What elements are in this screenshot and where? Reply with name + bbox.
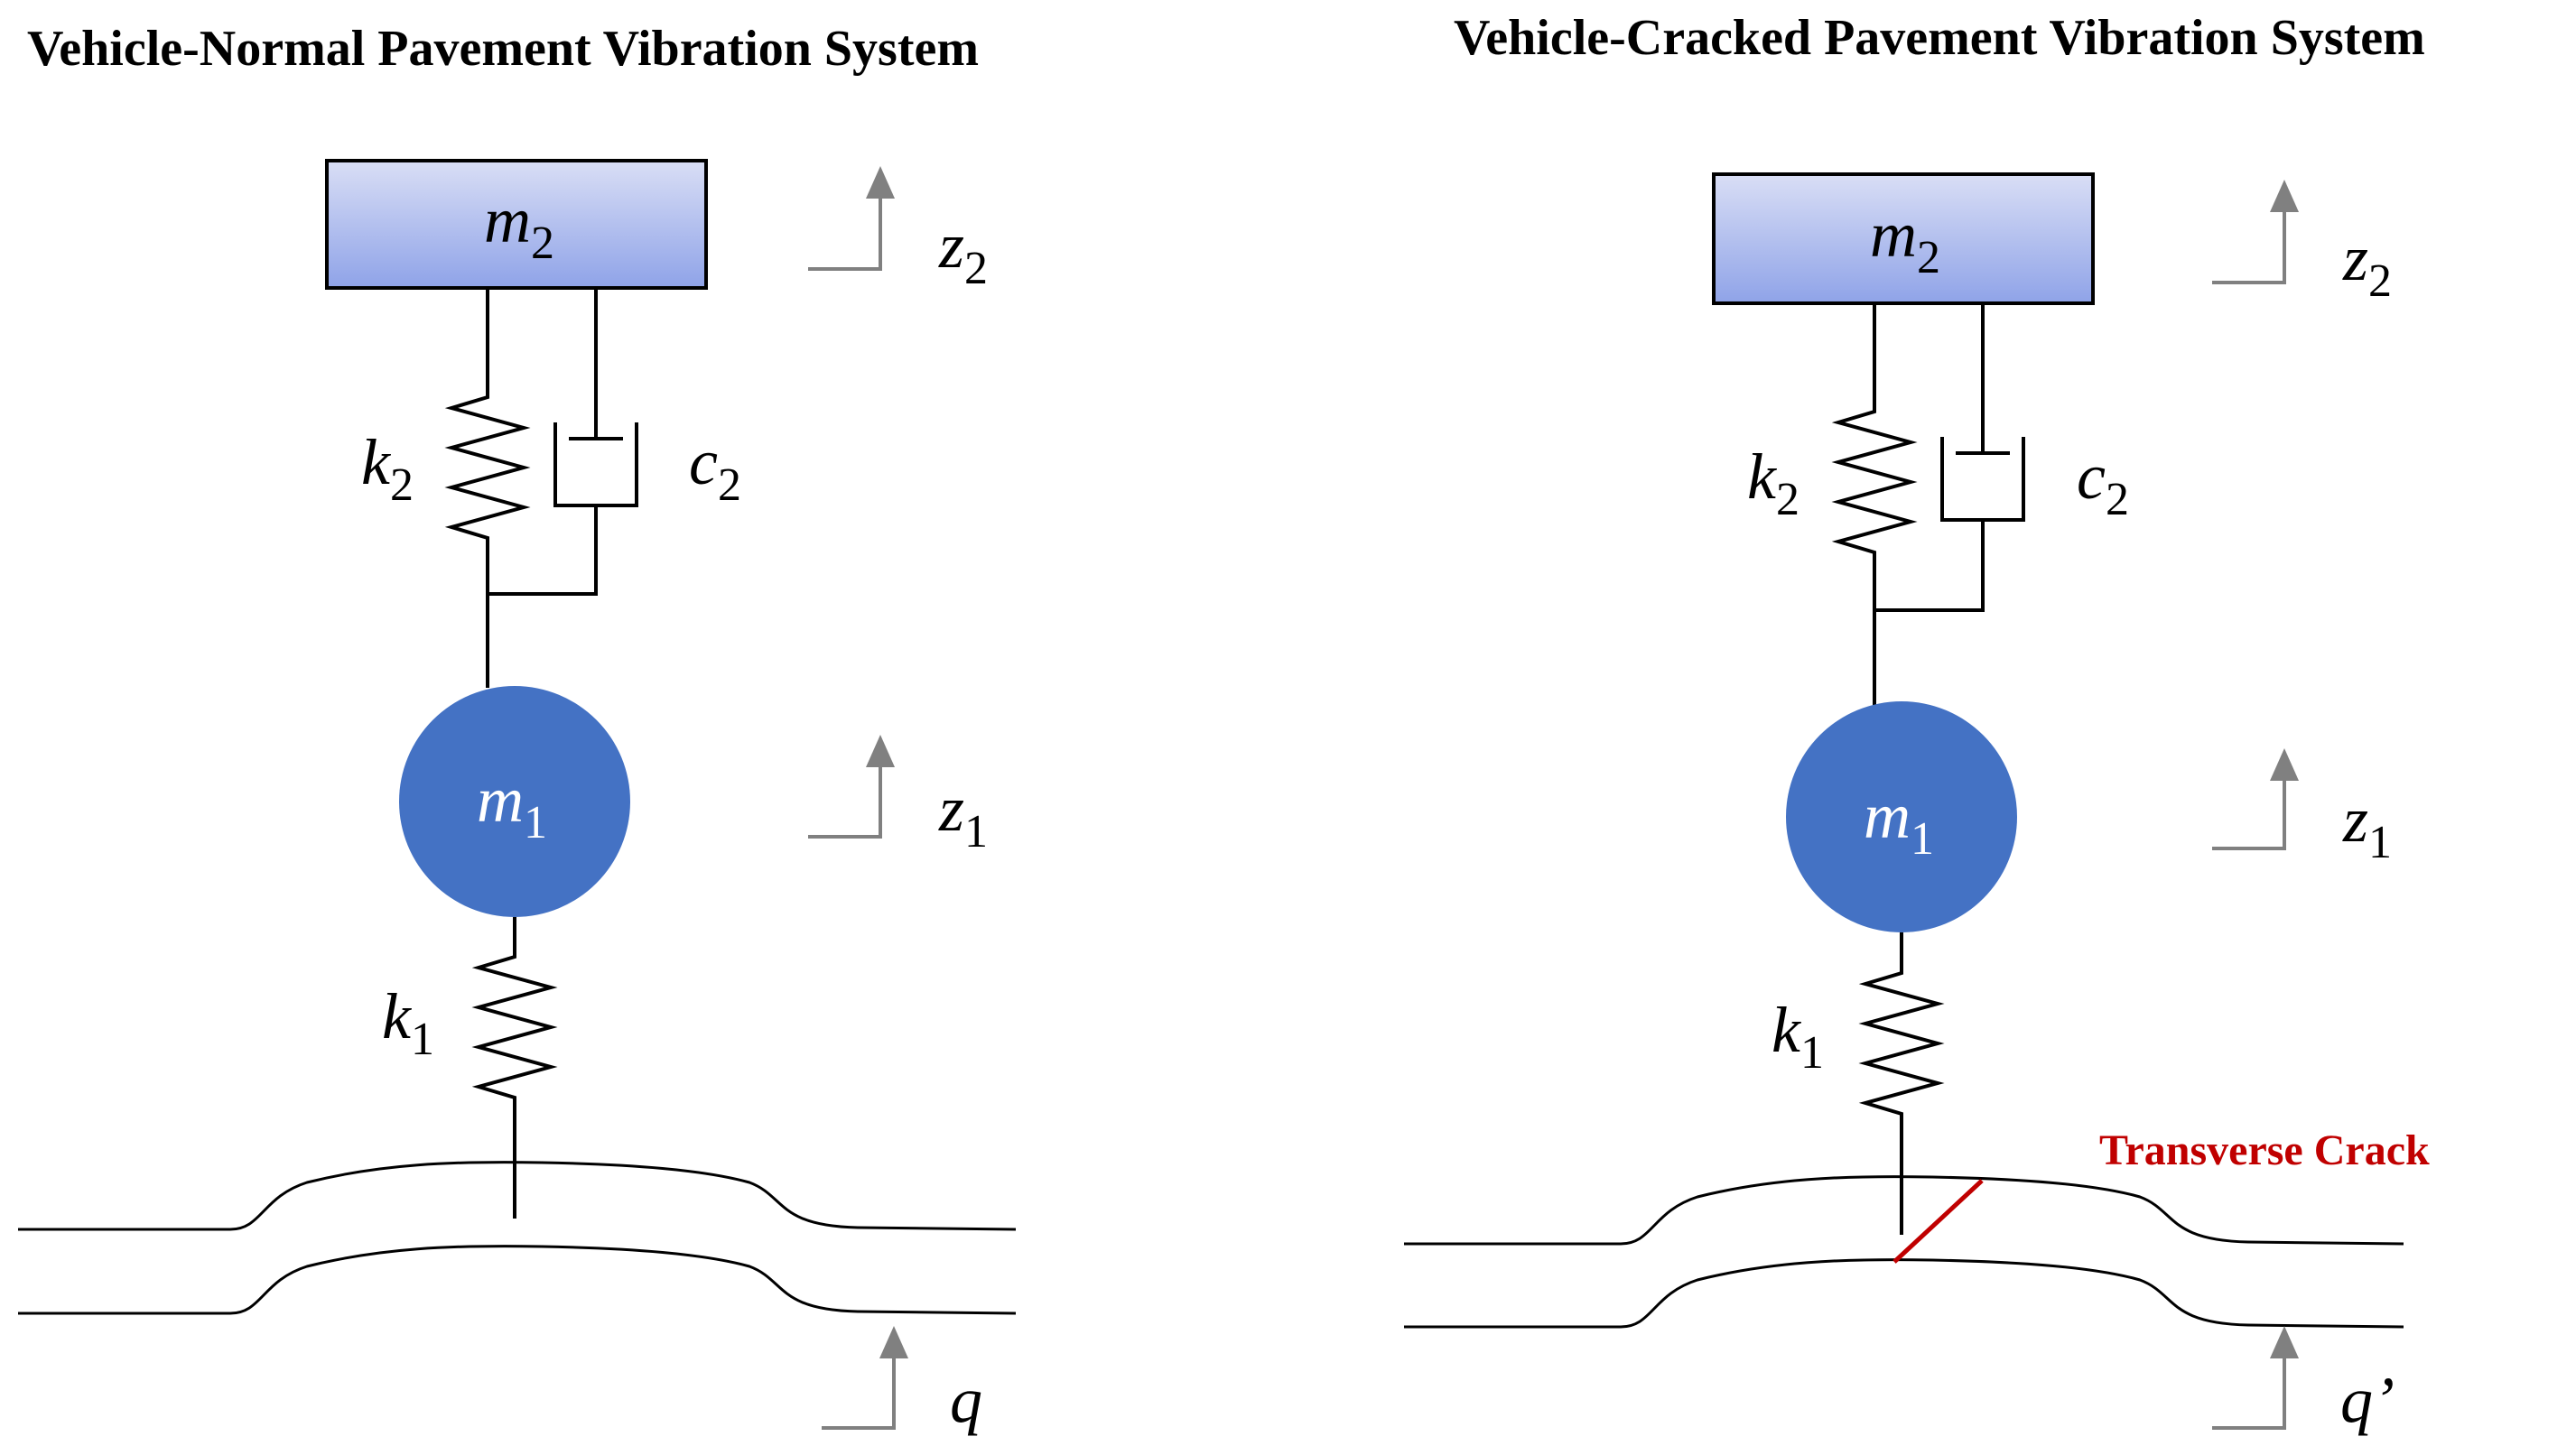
- left-z2-arrow: [808, 166, 895, 271]
- left-damper-c2: [488, 288, 638, 596]
- right-q-label: q’: [2340, 1364, 2395, 1436]
- left-z2-label: z2: [938, 209, 988, 294]
- right-spring-k1-label: k1: [1772, 994, 1824, 1079]
- left-spring-k1-label: k1: [382, 980, 434, 1065]
- right-z1-arrow: [2212, 748, 2299, 850]
- right-title: Vehicle-Cracked Pavement Vibration Syste…: [1454, 10, 2425, 66]
- right-sprung-mass-block: [1712, 172, 2095, 305]
- right-z2-arrow: [2212, 180, 2299, 284]
- right-mass1-label: m1: [1864, 780, 1934, 865]
- left-damper-c2-label: c2: [689, 426, 741, 511]
- right-road-surface-top: [1404, 1175, 2404, 1246]
- left-road-surface-top: [18, 1161, 1017, 1231]
- right-road-surface-bottom: [1404, 1258, 2404, 1329]
- left-z1-label: z1: [938, 773, 988, 857]
- left-unsprung-mass-wheel: [399, 686, 630, 917]
- left-q-arrow: [822, 1326, 908, 1430]
- left-road-surface-bottom: [18, 1245, 1017, 1315]
- left-panel: Vehicle-Normal Pavement Vibration System…: [18, 21, 1017, 1436]
- right-spring-k2-label: k2: [1747, 440, 1799, 525]
- right-z2-label: z2: [2342, 222, 2392, 307]
- right-z1-label: z1: [2342, 783, 2392, 868]
- left-mass1-label: m1: [477, 764, 547, 848]
- transverse-crack-label: Transverse Crack: [2099, 1126, 2430, 1174]
- right-q-arrow: [2212, 1326, 2299, 1430]
- right-panel: Vehicle-Cracked Pavement Vibration Syste…: [1404, 10, 2430, 1436]
- right-damper-c2: [1874, 303, 2025, 612]
- left-spring-k1: [471, 917, 558, 1219]
- right-spring-k1: [1858, 932, 1945, 1235]
- left-sprung-mass-block: [325, 159, 708, 290]
- transverse-crack-line: [1892, 1179, 1984, 1264]
- left-q-label: q: [950, 1364, 982, 1436]
- left-title: Vehicle-Normal Pavement Vibration System: [27, 21, 979, 77]
- right-unsprung-mass-wheel: [1786, 701, 2017, 932]
- left-z1-arrow: [808, 735, 895, 839]
- left-spring-k2: [444, 288, 531, 594]
- left-mass2-label: m2: [484, 184, 554, 269]
- right-mass2-label: m2: [1870, 199, 1940, 283]
- left-spring-k2-label: k2: [361, 426, 414, 511]
- right-damper-c2-label: c2: [2077, 440, 2129, 525]
- right-spring-k2: [1831, 303, 1918, 610]
